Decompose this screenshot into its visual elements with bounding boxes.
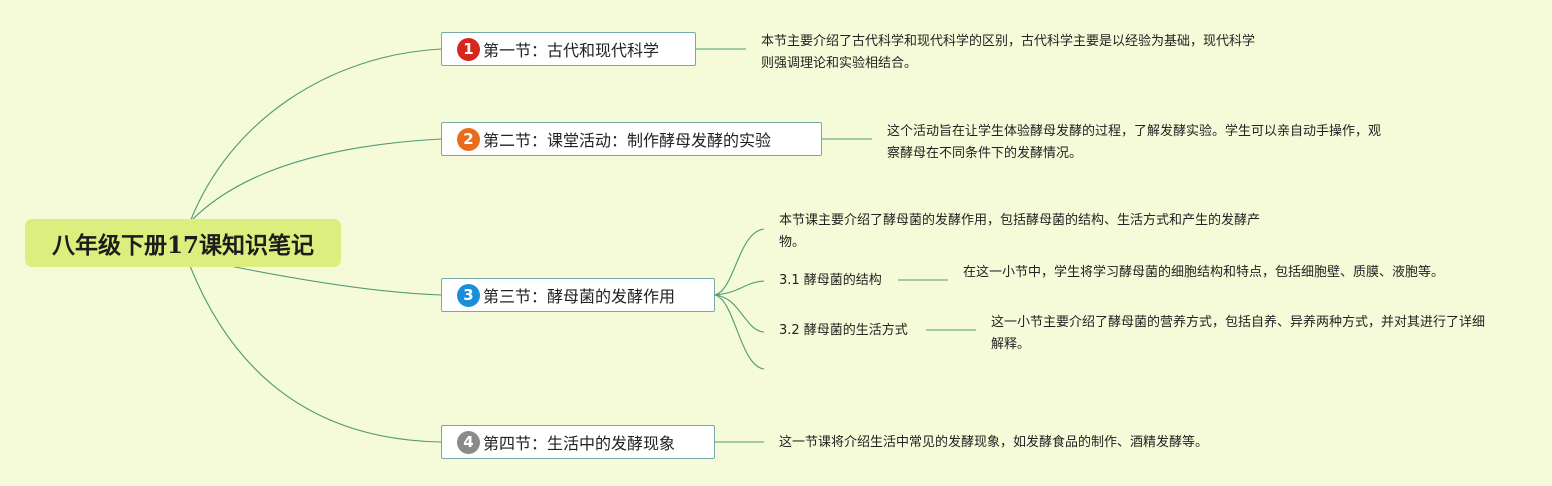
section-4-title: 第四节：生活中的发酵现象 [483,434,676,453]
link-section-3-empty [714,294,765,370]
section-4-note-text: 这一节课将介绍生活中常见的发酵现象，如发酵食品的制作、酒精发酵等。 [779,435,1209,450]
subtopic-3-1-note-text: 在这一小节中，学生将学习酵母菌的细胞结构和特点，包括细胞壁、质膜、液胞等。 [963,265,1445,280]
number-2-icon: 2 [457,127,480,151]
subtopic-3-2-label: 3.2 酵母菌的生活方式 [779,323,908,338]
subtopic-3-2-note-text: 这一小节主要介绍了酵母菌的营养方式，包括自养、异养两种方式，并对其进行了详细解释… [991,315,1486,352]
link-root-section-2 [189,138,442,223]
section-3-note-text: 本节课主要介绍了酵母菌的发酵作用，包括酵母菌的结构、生活方式和产生的发酵产物。 [779,213,1261,250]
link-root-section-4 [189,265,442,443]
section-3-title: 第三节：酵母菌的发酵作用 [483,287,676,306]
number-3-icon: 3 [457,283,480,307]
section-3-note: 本节课主要介绍了酵母菌的发酵作用，包括酵母菌的结构、生活方式和产生的发酵产物。 [779,210,1274,254]
section-1-note: 本节主要介绍了古代科学和现代科学的区别，古代科学主要是以经验为基础，现代科学则强… [761,31,1256,75]
subtopic-3-2[interactable]: 3.2 酵母菌的生活方式 [779,321,908,341]
subtopic-3-1[interactable]: 3.1 酵母菌的结构 [779,271,882,291]
section-1-topic[interactable]: 1 第一节：古代和现代科学 [441,32,696,66]
section-2-topic[interactable]: 2 第二节：课堂活动：制作酵母发酵的实验 [441,122,822,156]
section-4-topic[interactable]: 4 第四节：生活中的发酵现象 [441,425,715,459]
section-3-topic[interactable]: 3 第三节：酵母菌的发酵作用 [441,278,715,312]
root-title: 八年级下册17课知识笔记 [51,232,314,259]
link-section-3-sub-1 [714,280,765,296]
number-4-icon: 4 [457,430,480,454]
link-root-section-1 [189,48,442,223]
subtopic-3-1-label: 3.1 酵母菌的结构 [779,273,882,288]
link-section-3-sub-2 [714,294,765,333]
link-root-section-3 [229,265,442,296]
section-1-note-text: 本节主要介绍了古代科学和现代科学的区别，古代科学主要是以经验为基础，现代科学则强… [761,34,1256,71]
link-section-3-note [714,228,765,296]
section-2-note: 这个活动旨在让学生体验酵母发酵的过程，了解发酵实验。学生可以亲自动手操作，观察酵… [887,121,1382,165]
section-2-title: 第二节：课堂活动：制作酵母发酵的实验 [483,131,772,150]
number-1-icon: 1 [457,37,480,61]
section-4-note: 这一节课将介绍生活中常见的发酵现象，如发酵食品的制作、酒精发酵等。 [779,434,1339,452]
section-1-title: 第一节：古代和现代科学 [483,41,660,60]
section-2-note-text: 这个活动旨在让学生体验酵母发酵的过程，了解发酵实验。学生可以亲自动手操作，观察酵… [887,124,1382,161]
subtopic-3-1-note: 在这一小节中，学生将学习酵母菌的细胞结构和特点，包括细胞壁、质膜、液胞等。 [963,262,1458,284]
subtopic-3-2-note: 这一小节主要介绍了酵母菌的营养方式，包括自养、异养两种方式，并对其进行了详细解释… [991,312,1486,356]
root-topic[interactable]: 八年级下册17课知识笔记 [25,219,341,267]
